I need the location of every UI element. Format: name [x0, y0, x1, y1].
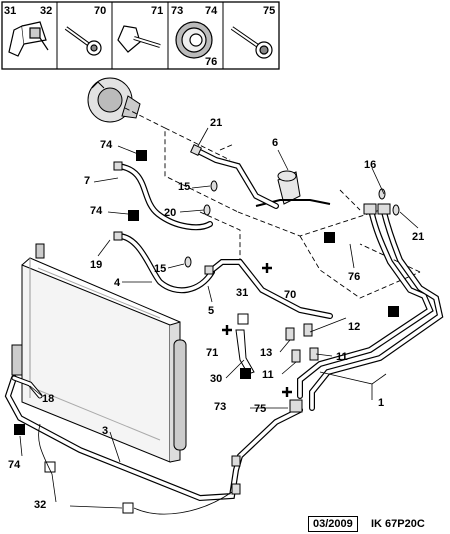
callout-21: 21 [210, 117, 222, 129]
callout-15: 15 [154, 263, 166, 275]
legend-label-75: 75 [263, 5, 275, 17]
hose-clip-icon [8, 21, 49, 57]
callout-70: 70 [284, 289, 296, 301]
callout-31: 31 [236, 287, 248, 299]
grommet-icon [175, 21, 213, 59]
callout-12: 12 [348, 321, 360, 333]
callout-21: 21 [412, 231, 424, 243]
callout-74: 74 [90, 205, 103, 217]
callout-19: 19 [90, 259, 102, 271]
callout-74: 74 [8, 459, 21, 471]
legend-label-76: 76 [205, 56, 217, 68]
bolt-markers [222, 263, 292, 397]
callout-6: 6 [272, 137, 278, 149]
callout-73: 73 [214, 401, 226, 413]
callout-15: 15 [178, 181, 190, 193]
reference-date: 03/2009 [308, 516, 358, 532]
condenser [11, 243, 187, 463]
callout-71: 71 [206, 347, 218, 359]
callout-76: 76 [348, 271, 360, 283]
compressor [87, 77, 141, 123]
callout-1: 1 [378, 397, 384, 409]
bolt-icon [64, 26, 102, 56]
clip-markers [44, 313, 249, 514]
legend: 31 32 70 71 73 74 76 75 [1, 1, 280, 70]
callout-13: 13 [260, 347, 272, 359]
legend-label-32: 32 [40, 5, 52, 17]
flange-bolt-icon [230, 26, 273, 59]
callout-leaders [19, 127, 419, 515]
callout-16: 16 [364, 159, 376, 171]
legend-label-31: 31 [4, 5, 16, 17]
callout-32: 32 [34, 499, 46, 511]
callout-labels: 21 6 74 15 7 74 20 16 21 19 15 4 5 31 70… [8, 117, 424, 511]
callout-18: 18 [42, 393, 54, 405]
reference-code: IK 67P20C [371, 518, 425, 530]
callout-3: 3 [102, 425, 108, 437]
callout-30: 30 [210, 373, 222, 385]
legend-label-74: 74 [205, 5, 218, 17]
clip-bolt-icon [117, 25, 161, 53]
callout-20: 20 [164, 207, 176, 219]
callout-11: 11 [336, 351, 348, 363]
legend-label-71: 71 [151, 5, 163, 17]
callout-11: 11 [262, 369, 274, 381]
fittings [113, 144, 400, 495]
dehydrator-bottle [255, 170, 331, 207]
callout-75: 75 [254, 403, 266, 415]
callout-7: 7 [84, 175, 90, 187]
legend-label-73: 73 [171, 5, 183, 17]
grommet-markers [14, 150, 399, 435]
callout-74: 74 [100, 139, 113, 151]
legend-label-70: 70 [94, 5, 106, 17]
callout-5: 5 [208, 305, 214, 317]
hoses [4, 147, 444, 502]
callout-4: 4 [114, 277, 121, 289]
bracket [235, 329, 255, 375]
